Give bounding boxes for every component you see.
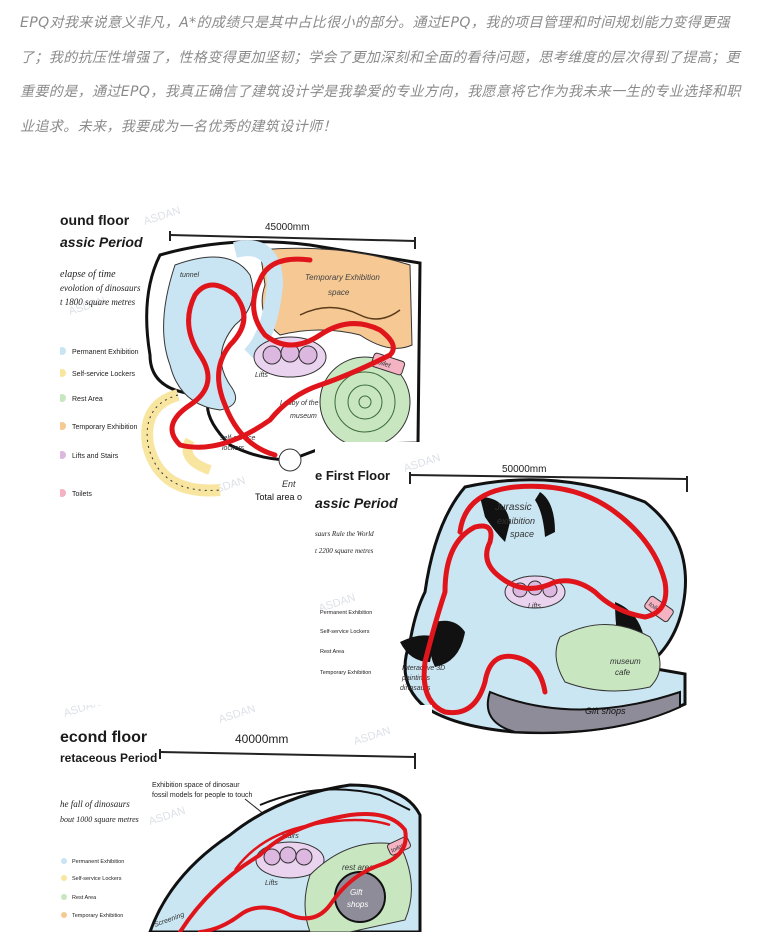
legend-rest: Rest Area: [320, 649, 345, 655]
dimension-label: 40000mm: [235, 732, 288, 746]
watermark: ASDAN: [62, 705, 102, 720]
interactive-label-3: dinosaurs: [400, 685, 431, 692]
legend-temporary: Temporary Exhibition: [72, 913, 123, 919]
period-title: retaceous Period: [60, 751, 157, 765]
first-floor-plan-image: ASDAN ASDAN ASDAN ASDAN e First Floor as…: [315, 442, 695, 742]
toilet-label: toilet: [375, 358, 392, 370]
museum-label: museum: [290, 413, 317, 420]
dimension-label: 45000mm: [265, 222, 309, 233]
jurassic-label-1: Jurassic: [494, 502, 532, 513]
area-text: bout 1000 square metres: [60, 815, 139, 824]
ground-floor-plan-image: ASDAN ASDAN ASDAN ASDAN ASDAN ound floor…: [60, 205, 432, 505]
legend-temporary: Temporary Exhibition: [320, 670, 371, 676]
lockers-label-2: lockers: [222, 445, 245, 452]
legend-lockers: Self-service Lockers: [72, 876, 122, 882]
watermark: ASDAN: [147, 805, 187, 828]
dimension-label: 50000mm: [502, 464, 546, 475]
temp-label: Temporary Exhibition: [305, 273, 380, 282]
floor-title: e First Floor: [315, 468, 390, 483]
theme-text: he fall of dinosaurs: [60, 799, 130, 809]
second-floor-plan-image: ASDAN ASDAN ASDAN ASDAN ASDAN econd floo…: [60, 705, 432, 932]
tunnel-label: tunnel: [180, 272, 200, 279]
gift-label: Gift shops: [585, 706, 626, 716]
note-line-2: fossil models for people to touch: [152, 792, 252, 799]
toilet-label: toilet: [390, 843, 404, 854]
area-text: t 2200 square metres: [315, 547, 374, 555]
watermark: ASDAN: [142, 205, 182, 228]
lifts-label: Lifts: [255, 372, 268, 379]
rest-label: rest area: [342, 863, 374, 872]
watermark: ASDAN: [402, 452, 442, 475]
floor-title: econd floor: [60, 729, 147, 746]
area-text: t 1800 square metres: [60, 297, 136, 307]
legend-permanent: Permanent Exhibition: [72, 349, 139, 356]
legend-rest: Rest Area: [72, 396, 103, 403]
temp-space-label: space: [328, 288, 350, 297]
gift-label-2: shops: [347, 900, 368, 909]
floor-title: ound floor: [60, 212, 130, 228]
legend-toilets: Toilets: [72, 491, 92, 498]
watermark: ASDAN: [217, 705, 257, 726]
jurassic-label-2: exhibition: [497, 516, 535, 526]
museum-label: museum: [610, 657, 641, 666]
lobby-label: Lobby of the: [280, 400, 319, 407]
total-area-label: Total area o: [255, 492, 302, 502]
gift-label-1: Gift: [350, 888, 363, 897]
theme-text-2: evolotion of dinosaurs: [60, 283, 141, 293]
article-paragraph: EPQ对我来说意义非凡，A*的成绩只是其中占比很小的部分。通过EPQ，我的项目管…: [20, 15, 741, 135]
legend-permanent: Permanent Exhibition: [72, 859, 124, 865]
note-line-1: Exhibition space of dinosaur: [152, 782, 240, 789]
jurassic-label-3: space: [510, 529, 534, 539]
theme-text: elapse of time: [60, 269, 116, 280]
watermark: ASDAN: [352, 725, 392, 748]
period-title: assic Period: [315, 495, 398, 511]
lifts-label: Lifts: [528, 603, 541, 610]
lifts-label: Lifts: [265, 880, 278, 887]
legend-lockers: Self-service Lockers: [72, 371, 136, 378]
stairs-label: stairs: [282, 833, 299, 840]
legend-lifts: Lifts and Stairs: [72, 453, 119, 460]
period-title: assic Period: [60, 234, 143, 250]
interactive-label-2: paintings: [401, 675, 431, 682]
theme-text: saurs Rule the World: [315, 530, 374, 538]
legend-rest: Rest Area: [72, 895, 97, 901]
cafe-label: cafe: [615, 668, 631, 677]
entrance-label: Ent: [282, 479, 296, 489]
legend-lockers: Self-service Lockers: [320, 629, 370, 635]
legend-temporary: Temporary Exhibition: [72, 424, 137, 431]
legend-permanent: Permanent Exhibition: [320, 610, 372, 616]
